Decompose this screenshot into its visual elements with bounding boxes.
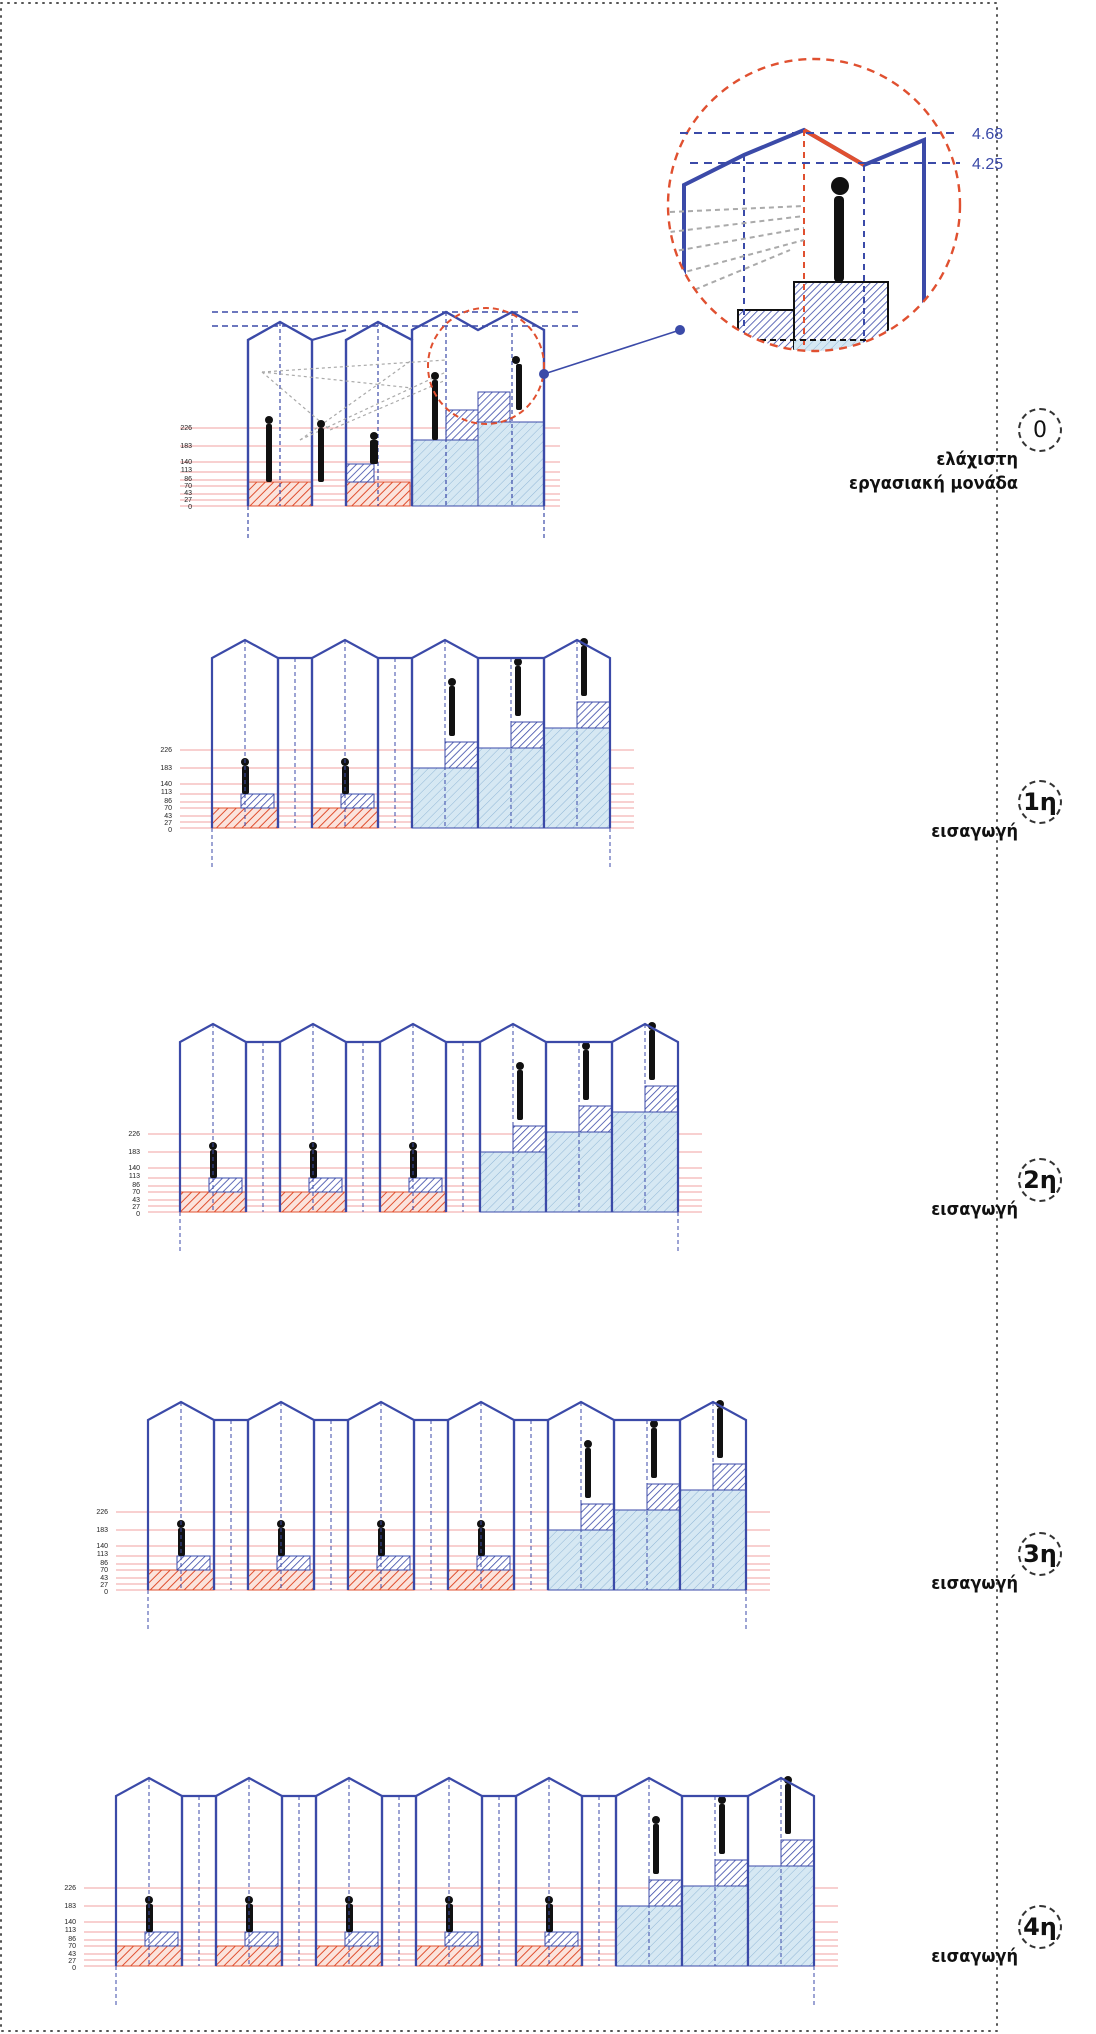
scale-tick: 113: [65, 1927, 76, 1934]
scale-tick: 70: [132, 1189, 140, 1196]
scale-tick: 0: [104, 1589, 108, 1596]
height-label-top: 4.68: [972, 126, 1003, 143]
stage-badge-0: 0: [1018, 408, 1062, 452]
scale-tick: 183: [128, 1149, 140, 1156]
scale-tick: 0: [168, 827, 172, 834]
scale-tick: 0: [72, 1965, 76, 1972]
scale-tick: 113: [129, 1173, 140, 1180]
scale-tick: 0: [188, 504, 192, 511]
scale-tick: 27: [184, 497, 192, 504]
scale-tick: 43: [184, 490, 192, 497]
stage-label-0: ελάχιστη εργασιακή μονάδα: [700, 448, 1018, 497]
stage-label-4: εισαγωγή: [700, 1945, 1018, 1969]
scale-tick: 43: [164, 813, 172, 820]
stage-title-line2: εργασιακή μονάδα: [849, 473, 1018, 495]
page-frame: [0, 2, 998, 2032]
scale-tick: 43: [132, 1197, 140, 1204]
scale-tick: 226: [160, 747, 172, 754]
scale-tick: 183: [96, 1527, 108, 1534]
scale-tick: 226: [180, 425, 192, 432]
stage-title-line1: εισαγωγή: [931, 1199, 1018, 1220]
scale-labels: 226 183 140 113 86 70 43 27 0: [180, 425, 192, 511]
scale-tick: 183: [160, 765, 172, 772]
scale-tick: 86: [164, 798, 172, 805]
scale-tick: 140: [64, 1919, 76, 1926]
scale-tick: 140: [180, 459, 192, 466]
scale-tick: 226: [96, 1509, 108, 1516]
height-label-lower: 4.25: [972, 156, 1003, 173]
scale-tick: 113: [161, 789, 172, 796]
scale-tick: 70: [164, 805, 172, 812]
scale-tick: 113: [97, 1551, 108, 1558]
scale-tick: 140: [128, 1165, 140, 1172]
stage-badge-2: 2η: [1018, 1158, 1062, 1202]
scale-tick: 226: [64, 1885, 76, 1892]
scale-tick: 43: [68, 1951, 76, 1958]
stage-0-section: 226 183 140 113 86 70 43 27 0: [180, 307, 685, 540]
stage-label-3: εισαγωγή: [700, 1572, 1018, 1596]
scale-tick: 183: [64, 1903, 76, 1910]
scale-tick: 70: [68, 1943, 76, 1950]
scale-tick: 27: [164, 820, 172, 827]
scale-tick: 140: [96, 1543, 108, 1550]
scale-tick: 27: [132, 1204, 140, 1211]
stage-badge-4: 4η: [1018, 1905, 1062, 1949]
detail-zoom: 4.68 4.25: [666, 57, 1003, 353]
scale-tick: 27: [100, 1582, 108, 1589]
scale-tick: 70: [100, 1567, 108, 1574]
scale-tick: 86: [68, 1936, 76, 1943]
stage-title-line1: εισαγωγή: [931, 1946, 1018, 1967]
stage-label-1: εισαγωγή: [700, 820, 1018, 844]
scale-tick: 113: [181, 467, 192, 474]
scale-tick: 86: [184, 476, 192, 483]
scale-tick: 183: [180, 443, 192, 450]
scale-tick: 27: [68, 1958, 76, 1965]
stage-title-line1: εισαγωγή: [931, 1573, 1018, 1594]
scale-tick: 0: [136, 1211, 140, 1218]
stage-title-line1: εισαγωγή: [931, 821, 1018, 842]
stage-title-line1: ελάχιστη: [936, 449, 1018, 470]
scale-tick: 226: [128, 1131, 140, 1138]
stage-label-2: εισαγωγή: [700, 1198, 1018, 1222]
scale-tick: 86: [100, 1560, 108, 1567]
stage-badge-1: 1η: [1018, 780, 1062, 824]
scale-tick: 86: [132, 1182, 140, 1189]
scale-tick: 43: [100, 1575, 108, 1582]
scale-tick: 70: [184, 483, 192, 490]
scale-tick: 140: [160, 781, 172, 788]
stage-badge-3: 3η: [1018, 1532, 1062, 1576]
